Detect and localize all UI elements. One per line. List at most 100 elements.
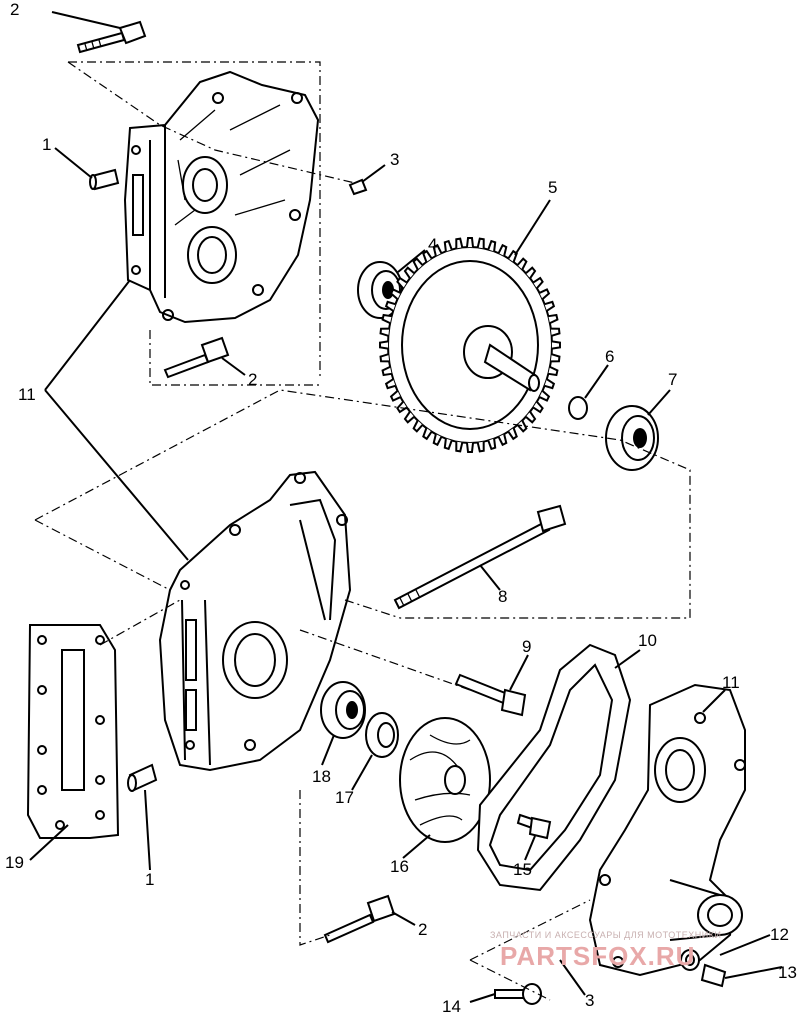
gear-tooth <box>550 353 561 363</box>
callout-10: 10 <box>638 631 657 650</box>
gear-tooth <box>544 378 556 390</box>
gear-tooth <box>476 441 485 453</box>
gear-tooth <box>548 313 559 325</box>
gear-tooth <box>516 257 528 270</box>
gear-tooth <box>525 266 537 279</box>
gear-tooth <box>443 239 453 252</box>
gear-tooth <box>384 378 396 390</box>
callout-1-top: 1 <box>42 135 51 154</box>
gear-tooth <box>403 266 415 279</box>
main-housing <box>158 470 352 772</box>
gear-tooth <box>525 411 537 424</box>
callout-17: 17 <box>335 788 354 807</box>
gear-tooth <box>396 276 408 289</box>
callout-3-bottom: 3 <box>585 991 594 1010</box>
watermark: ЗАПЧАСТИ И АКСЕССУАРЫ ДЛЯ МОТОТЕХНИКИ PA… <box>490 930 721 971</box>
callout-11-left: 11 <box>18 385 36 404</box>
callout-13: 13 <box>778 963 797 982</box>
callout-7: 7 <box>668 370 677 389</box>
gear-tooth <box>379 327 390 337</box>
pump-cover-11 <box>588 683 746 977</box>
callout-labels: 2 1 3 5 4 2 6 7 11 8 9 10 11 18 17 16 15… <box>5 0 797 1016</box>
gear-tooth <box>497 243 508 257</box>
callout-12: 12 <box>770 925 789 944</box>
callout-11-right: 11 <box>722 673 740 692</box>
gasket-10 <box>476 643 632 892</box>
gear-tooth <box>544 300 556 312</box>
callout-14: 14 <box>442 997 461 1016</box>
impeller-16 <box>399 717 491 843</box>
gear-tooth <box>396 401 408 414</box>
gear-tooth <box>548 365 559 377</box>
bearing-7 <box>605 405 659 471</box>
gear-tooth <box>422 249 433 263</box>
callout-1-bottom: 1 <box>145 870 154 889</box>
callout-9: 9 <box>522 637 531 656</box>
bolt-2-lower <box>323 894 396 944</box>
gear-tooth <box>443 438 453 451</box>
upper-housing <box>123 70 320 324</box>
gear-tooth <box>455 237 464 249</box>
gear-tooth <box>379 340 389 350</box>
gear-tooth <box>497 433 508 447</box>
gear-tooth <box>422 427 433 441</box>
callout-16: 16 <box>390 857 409 876</box>
gasket-19 <box>26 624 120 839</box>
callout-15: 15 <box>513 860 532 879</box>
long-bolt-8 <box>393 504 567 610</box>
callout-8: 8 <box>498 587 507 606</box>
gear-tooth <box>507 427 518 441</box>
gear-tooth <box>539 288 551 300</box>
gear-tooth <box>389 390 401 402</box>
bolt-2-top <box>76 20 147 54</box>
gear-tooth <box>466 442 474 453</box>
watermark-caption: ЗАПЧАСТИ И АКСЕССУАРЫ ДЛЯ МОТОТЕХНИКИ <box>490 930 721 940</box>
bolt-2-middle <box>163 336 230 379</box>
watermark-brand: PARTSFOX.RU <box>500 941 695 971</box>
gear-tooth <box>466 237 474 248</box>
screw-15 <box>516 813 552 840</box>
o-ring-6 <box>568 396 588 420</box>
gear-tooth <box>403 411 415 424</box>
gear-tooth <box>532 401 544 414</box>
gear-tooth <box>487 438 497 451</box>
callout-5: 5 <box>548 178 557 197</box>
gear-tooth <box>532 276 544 289</box>
gear-tooth <box>551 340 561 350</box>
seal-18 <box>320 681 366 739</box>
gear-tooth <box>550 327 561 337</box>
gear-tooth <box>379 353 390 363</box>
gear-tooth <box>455 441 464 453</box>
alignment-lines <box>34 61 691 1001</box>
gear-tooth <box>384 300 396 312</box>
gear-tooth <box>389 288 401 300</box>
callout-2-middle: 2 <box>248 370 257 389</box>
gear-tooth <box>432 433 443 447</box>
screw-14 <box>494 983 542 1005</box>
dowel-pin-1-bottom <box>127 763 158 792</box>
callout-4: 4 <box>428 235 437 254</box>
gear-tooth <box>381 313 392 325</box>
gear-tooth <box>539 390 551 402</box>
dowel-pin-3-top <box>348 178 368 196</box>
gear-tooth <box>476 237 485 249</box>
leader-lines <box>29 11 783 1003</box>
bolt-9 <box>454 673 527 717</box>
callout-18: 18 <box>312 767 331 786</box>
gear-tooth <box>412 420 424 433</box>
washer-12 <box>680 949 700 971</box>
callout-6: 6 <box>605 347 614 366</box>
gear-tooth <box>487 239 497 252</box>
dowel-pin-1-top <box>89 168 120 191</box>
gear-tooth <box>432 243 443 257</box>
callout-2-top: 2 <box>10 0 19 19</box>
callout-19: 19 <box>5 853 24 872</box>
screw-13 <box>700 963 727 988</box>
gear-tooth <box>381 365 392 377</box>
callout-3-top: 3 <box>390 150 399 169</box>
gear-5 <box>379 237 561 453</box>
washer-17 <box>365 712 399 758</box>
gear-tooth <box>412 257 424 270</box>
